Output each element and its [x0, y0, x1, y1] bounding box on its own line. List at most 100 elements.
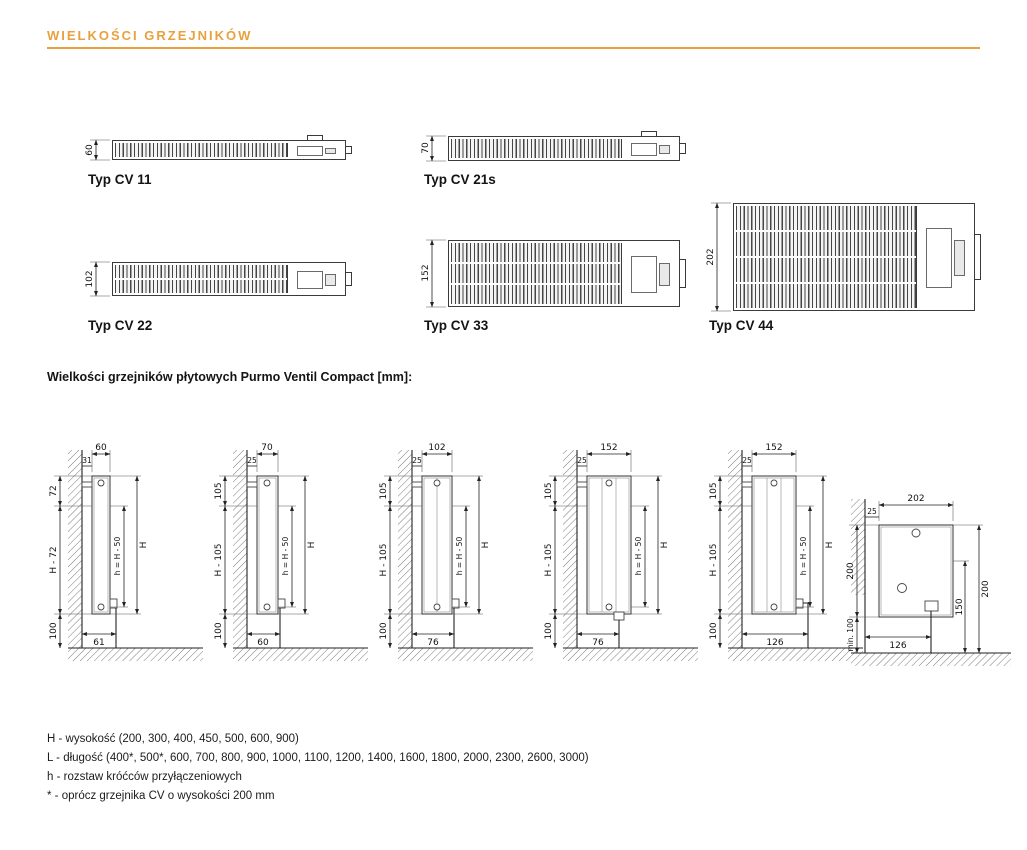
- wall-hatch: [728, 450, 742, 648]
- floor-hatch: [398, 648, 533, 661]
- cv21s-height-value: 70: [421, 142, 431, 154]
- radiator-profile: [878, 524, 954, 653]
- cv22-top-view: [112, 262, 352, 296]
- end-cap: [287, 143, 343, 157]
- side-view-cv11: 60 31 72 H - 72 100 h = H - 50 H: [49, 443, 203, 661]
- connection-width-value: 76: [592, 638, 604, 648]
- type-label-cv22: Typ CV 22: [88, 318, 153, 333]
- connection-width-value: 126: [889, 641, 906, 651]
- wall-gap-dimension: 25: [247, 456, 257, 467]
- left-dimension-chain: 105 H - 105 100: [709, 475, 752, 649]
- mid-height-value: H - 105: [709, 544, 719, 577]
- end-cap: [287, 265, 343, 293]
- side-tab: [974, 233, 981, 281]
- total-height-value: H: [481, 542, 491, 549]
- total-height-dimension: H: [631, 475, 670, 615]
- left-dimension-chain: 105 H - 105 100: [379, 475, 422, 649]
- fin-row: [115, 265, 343, 278]
- connection-width-dimension: 61: [81, 632, 117, 648]
- connection-spacing-dimension: h = H - 50: [452, 505, 470, 608]
- total-height-value: H: [307, 542, 317, 549]
- depth-value: 70: [261, 443, 273, 453]
- fin-row: [451, 285, 677, 304]
- connection-width-dimension: 76: [576, 632, 620, 648]
- fin-row: [451, 243, 677, 262]
- top-tab: [641, 131, 657, 137]
- cv44-height-dimension: 202: [706, 202, 731, 312]
- wall-gap-dimension: 25: [412, 456, 422, 467]
- panel-height-value: 200: [846, 562, 856, 579]
- page-title: WIELKOŚCI GRZEJNIKÓW: [47, 28, 253, 43]
- depth-value: 152: [765, 443, 782, 453]
- wall-gap-value: 25: [247, 456, 257, 465]
- connection-width-value: 76: [427, 638, 439, 648]
- floor-hatch: [728, 648, 863, 661]
- end-cap: [621, 139, 677, 158]
- connection-spacing-dimension: h = H - 50: [110, 505, 128, 608]
- valve-block: [277, 598, 286, 609]
- floor-clearance-value: 100: [49, 622, 59, 639]
- drain-plug-icon: [433, 603, 441, 611]
- cv21s-top-view: [448, 131, 686, 161]
- wall-gap-dimension: 25: [865, 507, 879, 518]
- header-rule: [47, 47, 980, 49]
- valve-block: [451, 598, 460, 609]
- min-clearance-value: min. 100: [846, 618, 855, 651]
- drain-plug-icon: [770, 603, 778, 611]
- floor-hatch: [851, 653, 1011, 666]
- floor-clearance-value: 100: [214, 622, 224, 639]
- left-dimension-chain: 105 H - 105 100: [544, 475, 587, 649]
- wall-bracket: [411, 481, 423, 488]
- top-offset-value: 105: [379, 482, 389, 499]
- right-outer-dimension: 200: [953, 524, 991, 654]
- fin-row: [451, 264, 677, 283]
- floor-hatch: [68, 648, 203, 661]
- radiator-profile: [741, 475, 809, 648]
- wall-hatch: [68, 450, 82, 648]
- drain-plug-icon: [263, 603, 271, 611]
- total-height-dimension: H: [110, 475, 149, 615]
- drain-plug-icon: [605, 603, 613, 611]
- wall-bracket: [246, 481, 258, 488]
- depth-value: 152: [600, 443, 617, 453]
- fin-row: [115, 280, 343, 293]
- top-offset-value: 105: [544, 482, 554, 499]
- connection-width-value: 126: [766, 638, 783, 648]
- connection-width-dimension: 76: [411, 632, 455, 648]
- top-offset-value: 105: [709, 482, 719, 499]
- top-offset-value: 105: [214, 482, 224, 499]
- end-cap: [916, 206, 972, 308]
- radiator-profile: [411, 475, 460, 648]
- vent-plug-icon: [433, 479, 441, 487]
- floor-detail-diagram: 202 25 200 min. 100 150 200 126: [846, 494, 1011, 666]
- connection-spacing-dimension: h = H - 50: [631, 505, 649, 608]
- mid-height-value: H - 105: [214, 544, 224, 577]
- left-dimension-chain: 72 H - 72 100: [49, 475, 92, 649]
- depth-dimension: 202: [878, 494, 954, 521]
- drain-plug-icon: [897, 583, 907, 593]
- floor-clearance-value: 100: [379, 622, 389, 639]
- vent-plug-icon: [97, 479, 105, 487]
- depth-value: 60: [95, 443, 107, 453]
- connection-pipe: [803, 602, 809, 648]
- wall-bracket: [741, 481, 753, 488]
- vent-plug-icon: [770, 479, 778, 487]
- wall-hatch: [398, 450, 412, 648]
- wall-hatch: [563, 450, 577, 648]
- top-tab: [307, 135, 323, 141]
- wall-bracket: [576, 481, 588, 488]
- cv33-height-dimension: 152: [421, 239, 446, 308]
- pipe-spacing-value: h = H - 50: [455, 537, 464, 576]
- cv33-top-view: [448, 240, 686, 307]
- radiator-profile: [81, 475, 118, 648]
- side-tab: [679, 259, 686, 288]
- cv22-height-value: 102: [85, 270, 95, 287]
- cv11-top-view: [112, 135, 352, 160]
- footnote-length: L - długość (400*, 500*, 600, 700, 800, …: [47, 752, 589, 764]
- connection-width-dimension: 126: [864, 635, 932, 651]
- wall-gap-value: 31: [82, 456, 92, 465]
- wall-bracket: [81, 481, 93, 488]
- side-tab: [345, 146, 352, 154]
- depth-dimension: 102: [421, 443, 453, 472]
- fin-row: [115, 143, 343, 157]
